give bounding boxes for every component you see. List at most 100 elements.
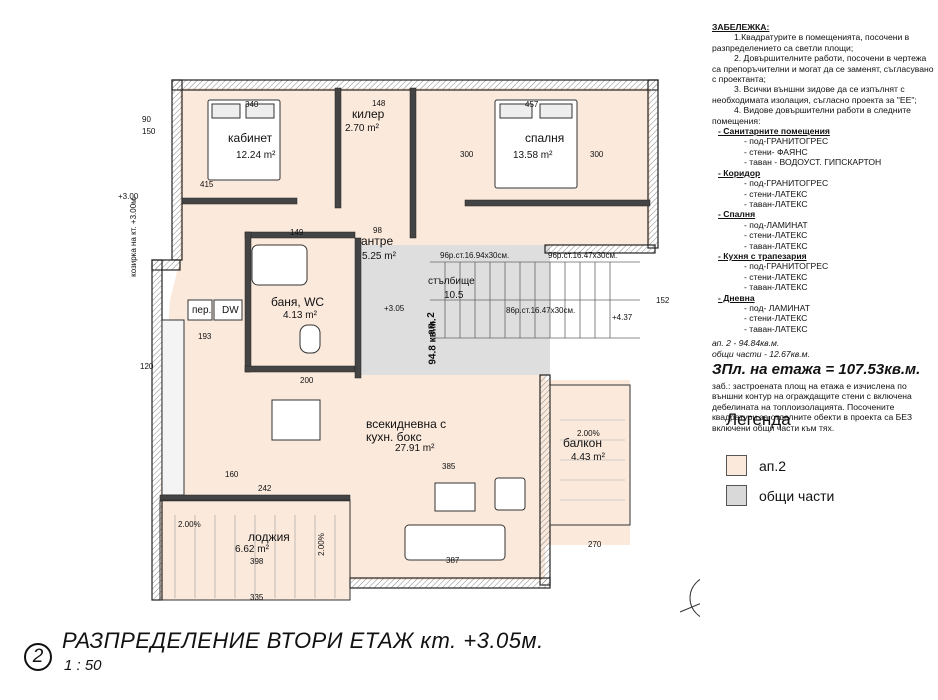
note-item: - стени-ЛАТЕКС — [744, 188, 808, 199]
drawing-scale: 1 : 50 — [64, 657, 102, 674]
dimension-label: 415 — [200, 180, 214, 189]
note-item: - стени-ЛАТЕКС — [744, 271, 808, 282]
note-paragraph: 1.Квадратурите в помещенията, посочени в… — [712, 32, 910, 53]
sofa — [404, 524, 506, 561]
landing-area — [355, 245, 420, 375]
legend-item-common: общи части — [726, 485, 834, 506]
legend-title: Легенда — [726, 410, 791, 429]
room-area-bedroom: 13.58 m² — [513, 150, 553, 161]
bathtub — [251, 244, 308, 286]
note-item: - под-ГРАНИТОГРЕС — [744, 178, 829, 189]
room-area-stairs: 10.5 — [444, 290, 464, 301]
stair-label-c: 86р.ст.16.47x30см. — [506, 306, 576, 315]
dishwasher-label: DW — [222, 305, 239, 316]
loggia — [159, 499, 351, 601]
room-label-bath: баня, WC — [271, 295, 325, 309]
fridge — [187, 299, 213, 321]
note-item: - под-ГРАНИТОГРЕС — [744, 261, 829, 272]
dimension-label: 300 — [590, 150, 604, 159]
legend-label: ап.2 — [759, 457, 787, 474]
floor-total-area: ЗПл. на етажа = 107.53кв.м. — [712, 361, 921, 378]
fridge-label: пер. — [192, 305, 212, 316]
bed-study — [207, 99, 281, 181]
note-item: - таван - ВОДОУСТ. ГИПСКАРТОН — [744, 157, 882, 168]
walls — [151, 79, 659, 601]
staircase-area — [420, 245, 550, 375]
note-paragraph: 3. Всички външни зидове да се изпълнят с… — [712, 84, 917, 105]
notes-panel: ЗАБЕЛЕЖКА: 1.Квадратурите в помещенията,… — [712, 22, 934, 433]
area-apartment: ап. 2 - 94.84кв.м. — [712, 338, 780, 349]
canopy-text: козирка на кт. +3.00м. — [128, 196, 138, 277]
room-area-loggia: 6.62 m² — [235, 544, 269, 555]
dimension-label: 385 — [442, 462, 456, 471]
furniture — [161, 99, 578, 561]
dimension-label: 160 — [225, 470, 239, 479]
note-section-title: - Спалня — [718, 209, 756, 220]
dimension-label: 300 — [460, 150, 474, 159]
note-item: - стени-ЛАТЕКС — [744, 230, 808, 241]
note-item: - таван-ЛАТЕКС — [744, 282, 808, 293]
balcony-lines — [560, 419, 625, 501]
notes-heading: ЗАБЕЛЕЖКА: — [712, 22, 770, 32]
dimension-label: 200 — [300, 376, 314, 385]
room-area-bath: 4.13 m² — [283, 310, 317, 321]
room-label-hall: антре — [361, 234, 394, 248]
slope-label-b: 2.00% — [316, 533, 326, 556]
dishwasher — [213, 299, 243, 321]
note-paragraph: 4. Видове довършителни работи в следните… — [712, 105, 911, 126]
level-marker-b: +4.37 — [612, 313, 633, 322]
note-section-title: - Дневна — [718, 292, 755, 303]
north-arrow — [679, 578, 700, 618]
legend-item-apartment: ап.2 — [726, 455, 786, 476]
dimension-label: 149 — [290, 228, 304, 237]
level-marker-a: +3.05 — [384, 304, 405, 313]
note-item: - таван-ЛАТЕКС — [744, 240, 808, 251]
note-item: - стени-ЛАТЕКС — [744, 313, 808, 324]
dimension-label: 90 — [142, 115, 151, 124]
dimension-label: 340 — [245, 100, 259, 109]
room-label-living: всекидневна с кухн. бокс — [366, 417, 447, 444]
note-paragraph: 2. Довършителните работи, посочени в чер… — [712, 53, 934, 85]
legend-swatch-common — [726, 485, 747, 506]
kitchen-counter — [161, 319, 185, 496]
loggia-lines — [174, 515, 336, 598]
dimension-label: 193 — [198, 332, 212, 341]
note-section-title: - Коридор — [718, 167, 761, 178]
dimension-label: 398 — [250, 557, 264, 566]
room-area-closet: 2.70 m² — [345, 123, 379, 134]
floor-plan — [151, 79, 700, 618]
toilet — [299, 324, 321, 354]
note-item: - стени- ФАЯНС — [744, 146, 808, 157]
room-area-living: 27.91 m² — [395, 443, 435, 454]
dining-table — [271, 399, 321, 441]
area-common: общи части - 12.67кв.м. — [712, 348, 810, 359]
room-label-balcony: балкон — [563, 436, 602, 450]
dimension-label: 98 — [373, 226, 382, 235]
armchair — [494, 477, 526, 511]
canopy-level: +3.00 — [118, 192, 139, 201]
note-item: - таван-ЛАТЕКС — [744, 198, 808, 209]
note-section-title: - Кухня с трапезария — [718, 250, 807, 261]
dimension-label: 152 — [656, 296, 670, 305]
note-item: - под- ЛАМИНАТ — [744, 302, 810, 313]
dimension-label: 148 — [372, 99, 386, 108]
slope-label-a: 2.00% — [178, 520, 201, 529]
dimension-label: 335 — [250, 593, 264, 602]
room-area-balcony: 4.43 m² — [571, 452, 605, 463]
room-label-closet: килер — [352, 107, 385, 121]
note-item: - под-ГРАНИТОГРЕС — [744, 136, 829, 147]
room-label-study: кабинет — [228, 131, 273, 145]
dimension-label: 120 — [140, 362, 154, 371]
note-item: - под-ЛАМИНАТ — [744, 219, 808, 230]
room-label-bedroom: спалня — [525, 131, 565, 145]
dimension-label: 242 — [258, 484, 272, 493]
coffee-table — [434, 482, 476, 512]
stair-label-b: 96р.ст.16.47x30см. — [548, 251, 618, 260]
dimension-label: 457 — [525, 100, 539, 109]
room-label-stairs: стълбище — [428, 276, 475, 287]
room-area-hall: 5.25 m² — [362, 251, 396, 262]
dimension-label: 387 — [446, 556, 460, 565]
drawing-title: РАЗПРЕДЕЛЕНИЕ ВТОРИ ЕТАЖ кт. +3.05м. — [62, 628, 544, 653]
note-section-title: - Санитарните помещения — [718, 126, 830, 137]
room-area-study: 12.24 m² — [236, 150, 276, 161]
